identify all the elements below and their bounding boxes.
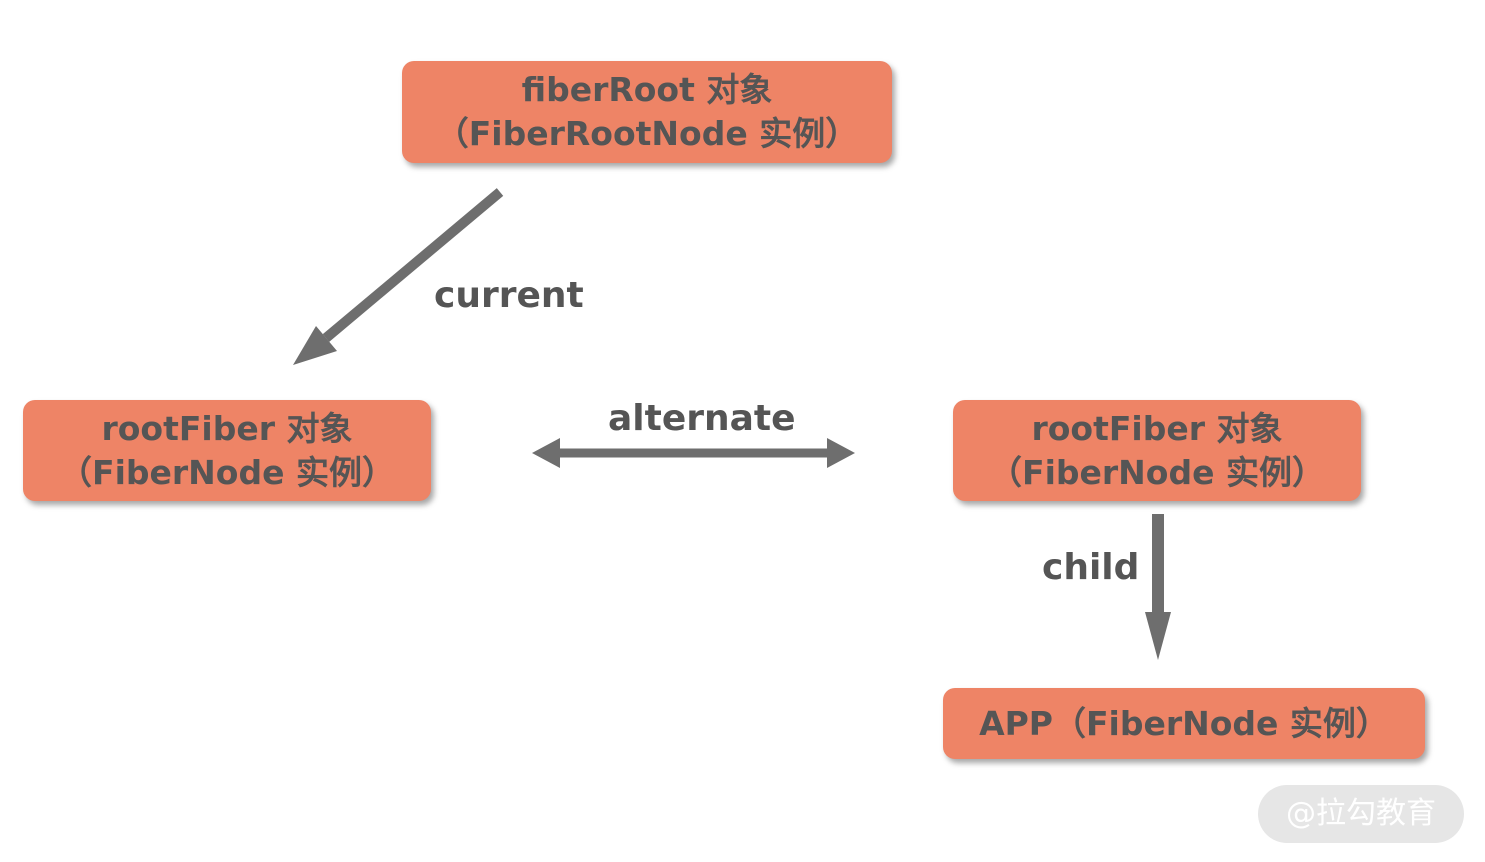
child-edge-label: child [1042, 547, 1140, 588]
fiber-root-node: fiberRoot 对象 （FiberRootNode 实例） [402, 61, 892, 163]
app-node: APP（FiberNode 实例） [943, 688, 1425, 759]
child-arrow-head [1145, 612, 1171, 660]
root-fiber-alternate-title: rootFiber 对象 [1031, 408, 1283, 448]
root-fiber-current-subtitle: （FiberNode 实例） [59, 452, 395, 492]
fiber-root-title: fiberRoot 对象 [521, 70, 773, 109]
app-node-label: APP（FiberNode 实例） [979, 703, 1389, 743]
watermark-badge: @拉勾教育 [1258, 785, 1464, 843]
root-fiber-current-title: rootFiber 对象 [101, 408, 353, 448]
root-fiber-current-node: rootFiber 对象 （FiberNode 实例） [23, 400, 431, 501]
fiber-root-subtitle: （FiberRootNode 实例） [435, 114, 859, 153]
root-fiber-alternate-node: rootFiber 对象 （FiberNode 实例） [953, 400, 1361, 501]
alternate-arrow-head-left [532, 438, 560, 468]
current-arrow-head [293, 326, 337, 365]
current-arrow-shaft [322, 188, 504, 342]
alternate-edge-label: alternate [608, 398, 796, 439]
current-edge-label: current [434, 275, 584, 316]
root-fiber-alternate-subtitle: （FiberNode 实例） [989, 452, 1325, 492]
alternate-arrow-head-right [827, 438, 855, 468]
